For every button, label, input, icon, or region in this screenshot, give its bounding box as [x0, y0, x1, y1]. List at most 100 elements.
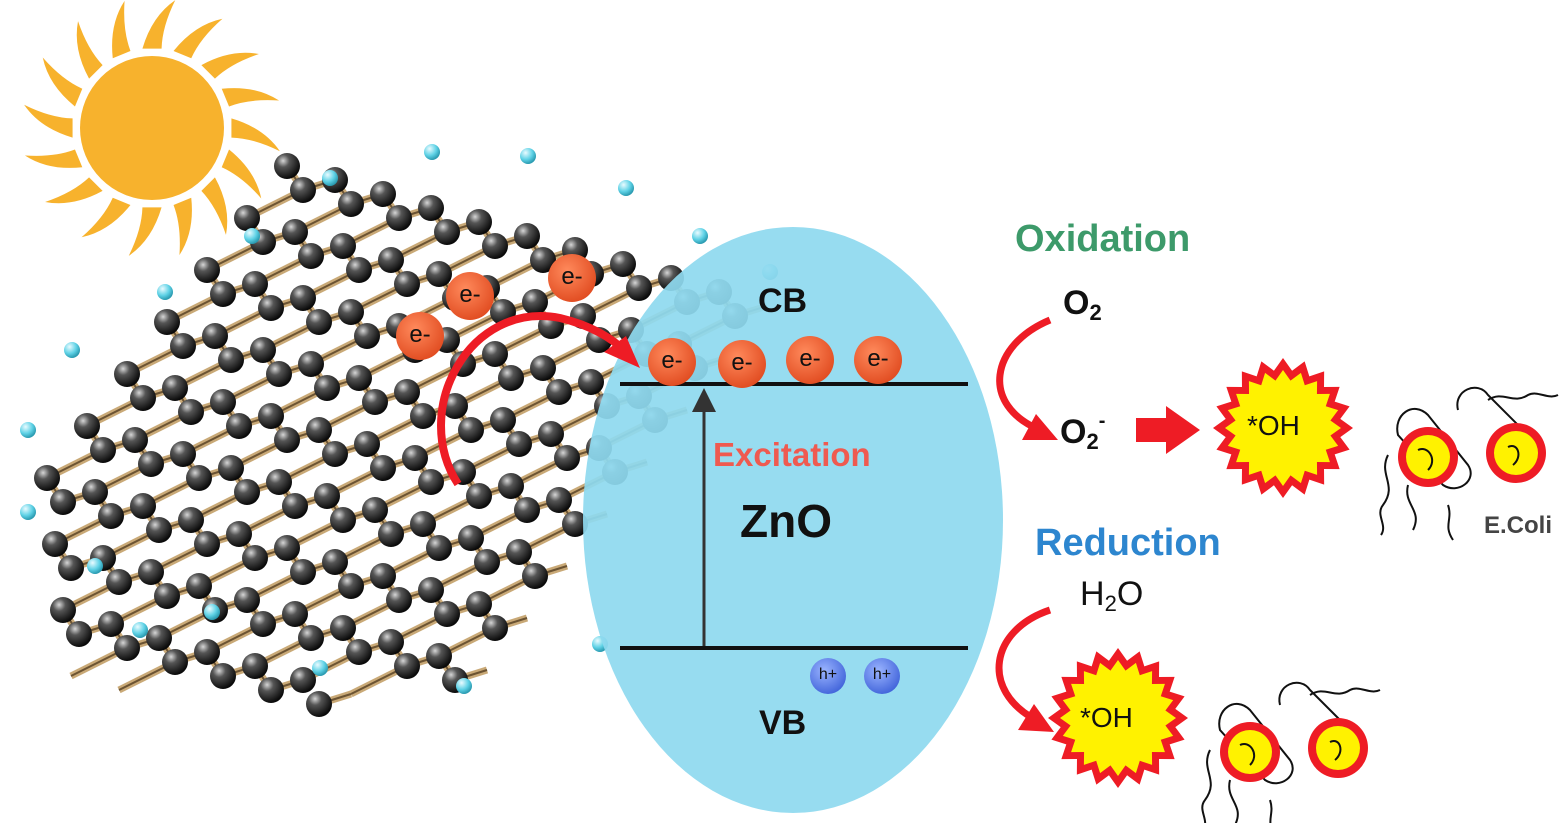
- sun-ray: [221, 88, 280, 107]
- carbon-atom: [210, 281, 236, 307]
- sun-ray: [76, 21, 103, 79]
- electron-label: e-: [867, 345, 889, 372]
- electron: [548, 254, 596, 302]
- carbon-atom: [378, 521, 404, 547]
- carbon-atom: [242, 271, 268, 297]
- carbon-atom: [394, 271, 420, 297]
- reduction-curved-arrow: [995, 606, 1052, 724]
- oxidation-arrowhead: [1022, 414, 1058, 440]
- carbon-atom: [354, 431, 380, 457]
- carbon-atom: [282, 493, 308, 519]
- carbon-atom: [370, 455, 396, 481]
- carbon-atom: [426, 261, 452, 287]
- carbon-atom: [122, 427, 148, 453]
- carbon-atom: [546, 379, 572, 405]
- carbon-atom: [290, 559, 316, 585]
- sun-ray: [173, 197, 192, 256]
- bacteria-outline: [1447, 504, 1454, 541]
- carbon-atom: [506, 539, 532, 565]
- hydrogen-atom: [692, 228, 708, 244]
- carbon-atom: [210, 389, 236, 415]
- carbon-atom: [50, 489, 76, 515]
- carbon-atom: [466, 591, 492, 617]
- carbon-atom: [554, 445, 580, 471]
- carbon-atom: [322, 549, 348, 575]
- electrons-group: [396, 254, 902, 388]
- carbon-atom: [242, 653, 268, 679]
- hydrogen-atom: [322, 170, 338, 186]
- bacteria-outline: [1329, 740, 1342, 761]
- carbon-atom: [466, 483, 492, 509]
- h2o-sub: 2: [1104, 591, 1117, 616]
- carbon-atom: [330, 233, 356, 259]
- burst-inner: [1060, 660, 1176, 776]
- hole: [810, 658, 846, 694]
- carbon-atom: [498, 365, 524, 391]
- carbon-atom: [394, 379, 420, 405]
- water-species-label: H2O: [1080, 575, 1143, 617]
- sun-ray: [42, 57, 83, 107]
- carbon-atom: [426, 643, 452, 669]
- carbon-atom: [394, 653, 420, 679]
- carbon-atom: [378, 247, 404, 273]
- carbon-atom: [74, 413, 100, 439]
- carbon-atom: [426, 535, 452, 561]
- bacteria-icon: [1379, 386, 1559, 541]
- carbon-atom: [346, 365, 372, 391]
- carbon-atom: [170, 333, 196, 359]
- hole: [864, 658, 900, 694]
- hydroxyl-radical-burst-1: [1213, 358, 1353, 498]
- o2-base: O: [1063, 284, 1090, 322]
- carbon-atom: [274, 427, 300, 453]
- carbon-atom: [610, 251, 636, 277]
- electron-transfer-arrow: [437, 312, 629, 487]
- carbon-atom: [330, 615, 356, 641]
- sun-ray: [81, 197, 131, 238]
- excitation-arrow-head: [692, 388, 716, 412]
- material-label: ZnO: [740, 495, 832, 547]
- sun-ray: [128, 207, 162, 256]
- carbon-atom: [162, 649, 188, 675]
- electron-label: e-: [409, 321, 431, 348]
- carbon-atom: [82, 479, 108, 505]
- bacteria-outline: [1278, 681, 1351, 731]
- infection-inner: [1228, 730, 1272, 774]
- carbon-atom: [194, 639, 220, 665]
- carbon-atom: [154, 583, 180, 609]
- carbon-atom: [194, 257, 220, 283]
- carbon-atom: [418, 469, 444, 495]
- o2m-sub: 2: [1086, 429, 1099, 454]
- electron: [786, 336, 834, 384]
- bacteria-outline: [1239, 743, 1256, 766]
- sun-ray: [201, 52, 259, 79]
- bacteria-outline: [1487, 392, 1559, 401]
- carbon-atom: [346, 639, 372, 665]
- carbon-atom: [298, 243, 324, 269]
- oxygen-species-label: O2: [1063, 284, 1102, 326]
- carbon-atom: [130, 493, 156, 519]
- oxidation-curved-arrow: [996, 316, 1052, 434]
- carbon-atom: [330, 507, 356, 533]
- sun-ray: [45, 177, 103, 204]
- infection-inner: [1316, 726, 1360, 770]
- carbon-atom: [578, 369, 604, 395]
- carbon-atom: [274, 535, 300, 561]
- carbon-atom: [154, 309, 180, 335]
- carbon-atom: [338, 191, 364, 217]
- electron-label: e-: [661, 347, 683, 374]
- sun-ray: [142, 0, 176, 49]
- carbon-atom: [418, 577, 444, 603]
- carbon-atom: [98, 503, 124, 529]
- hydrogen-atom: [20, 422, 36, 438]
- carbon-atom: [170, 441, 196, 467]
- carbon-atom: [386, 587, 412, 613]
- carbon-atom: [498, 473, 524, 499]
- sun-ray: [231, 118, 280, 152]
- carbon-atom: [186, 465, 212, 491]
- superoxide-species-label: O2-: [1060, 410, 1105, 455]
- carbon-atom: [482, 615, 508, 641]
- carbon-atom: [210, 663, 236, 689]
- carbon-atom: [314, 375, 340, 401]
- carbon-atom: [362, 497, 388, 523]
- carbon-atom: [282, 219, 308, 245]
